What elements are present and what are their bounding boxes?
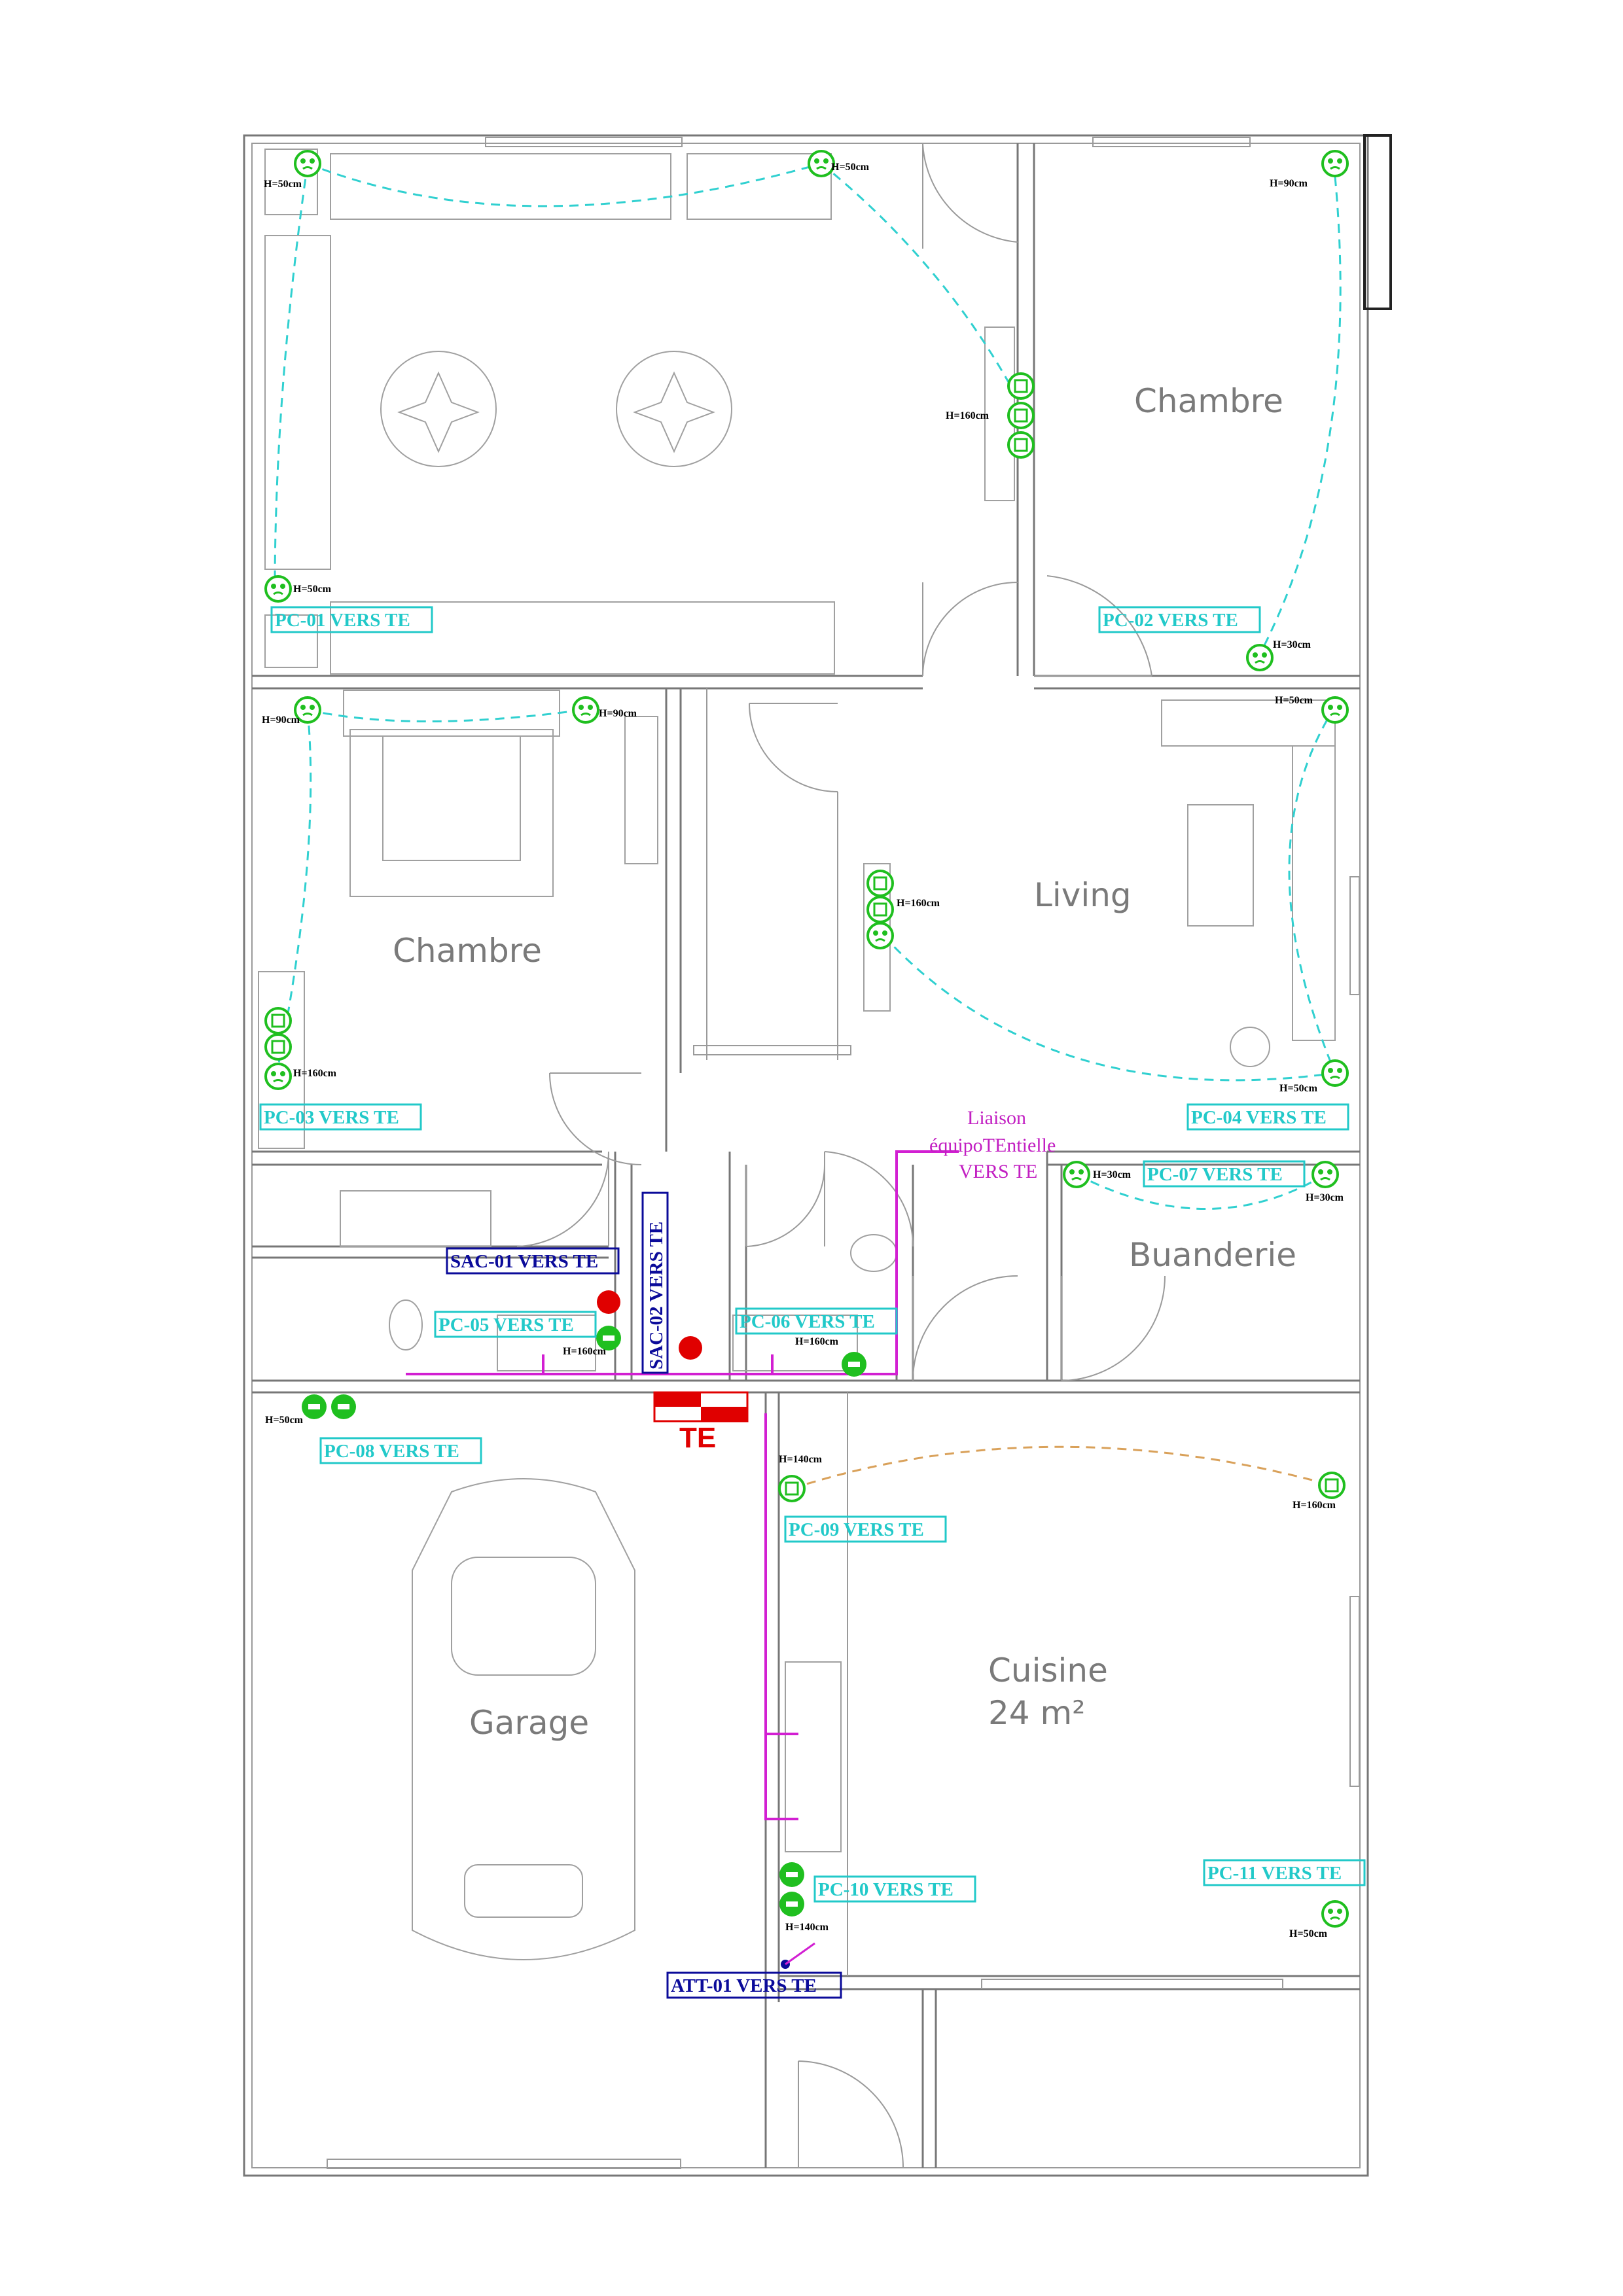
equipotential-link	[406, 1150, 959, 1820]
outlet-icon	[1311, 1161, 1339, 1188]
circuit-tags: PC-01 VERS TE PC-02 VERS TE PC-03 VERS T…	[259, 606, 1366, 1999]
room-label-cuisine: Cuisine	[988, 1651, 1108, 1689]
height-label: H=160cm	[293, 1068, 337, 1079]
height-label: H=30cm	[1093, 1169, 1132, 1180]
outlet-tv-icon	[866, 870, 894, 897]
special-outlet-icon	[597, 1290, 620, 1314]
special-outlet-icon	[679, 1336, 702, 1360]
height-label: H=50cm	[1279, 1083, 1318, 1094]
room-label-buanderie: Buanderie	[1129, 1236, 1296, 1274]
height-label: H=50cm	[1289, 1928, 1328, 1939]
tag-sac01: SAC-01 VERS TE	[450, 1251, 598, 1272]
tag-att01: ATT-01 VERS TE	[671, 1975, 817, 1996]
outlet-icon	[264, 1063, 292, 1090]
tag-pc04: PC-04 VERS TE	[1191, 1107, 1327, 1128]
furniture	[258, 149, 1336, 1976]
liaison-line-1: Liaison	[967, 1107, 1026, 1129]
height-label: H=50cm	[1275, 695, 1313, 706]
height-label: H=160cm	[795, 1336, 839, 1347]
tag-pc11: PC-11 VERS TE	[1207, 1863, 1342, 1884]
height-label: H=140cm	[779, 1454, 823, 1465]
tag-pc05: PC-05 VERS TE	[438, 1315, 574, 1335]
height-label: H=30cm	[1306, 1192, 1344, 1203]
height-label: H=90cm	[1270, 178, 1308, 189]
outlet-icon	[294, 150, 321, 177]
height-label: H=90cm	[599, 708, 637, 719]
outlet-icon	[779, 1862, 804, 1887]
height-label: H=90cm	[262, 715, 300, 726]
tag-sac02: SAC-02 VERS TE	[646, 1222, 667, 1369]
height-label: H=50cm	[831, 162, 870, 173]
room-label-garage: Garage	[469, 1704, 589, 1742]
height-label: H=160cm	[1293, 1500, 1336, 1511]
tag-pc08: PC-08 VERS TE	[324, 1441, 459, 1462]
outlets	[264, 150, 1349, 1969]
height-label: H=50cm	[293, 584, 332, 595]
height-labels: H=50cm H=50cm H=90cm H=160cm H=50cm H=30…	[262, 162, 1344, 1939]
height-label: H=50cm	[264, 179, 302, 190]
outlet-tv-icon	[1007, 402, 1035, 429]
room-area-cuisine: 24 m²	[988, 1694, 1085, 1732]
tag-pc02: PC-02 VERS TE	[1103, 610, 1238, 631]
outlet-icon	[778, 1475, 806, 1502]
room-label-chambre-top: Chambre	[1134, 382, 1283, 420]
tag-pc03: PC-03 VERS TE	[264, 1107, 399, 1128]
tag-pc01: PC-01 VERS TE	[275, 610, 410, 631]
height-label: H=160cm	[946, 410, 990, 421]
outlet-icon	[866, 922, 894, 949]
outlet-icon	[808, 150, 835, 177]
windows	[327, 137, 1360, 2169]
outlet-icon	[1246, 644, 1274, 671]
outlet-icon	[1321, 150, 1349, 177]
outlet-icon	[1321, 1900, 1349, 1928]
outlet-icon	[302, 1394, 327, 1419]
tag-pc07: PC-07 VERS TE	[1147, 1164, 1283, 1185]
door-swings	[516, 143, 1166, 2168]
height-label: H=30cm	[1273, 639, 1311, 650]
outlet-icon	[572, 696, 599, 724]
tag-pc06: PC-06 VERS TE	[740, 1311, 875, 1332]
outlet-tv-icon	[264, 1033, 292, 1061]
outlet-icon	[1321, 1059, 1349, 1087]
height-label: H=140cm	[785, 1922, 829, 1933]
outlet-icon	[842, 1352, 866, 1377]
outlet-icon	[1318, 1472, 1346, 1499]
outlet-tv-icon	[1007, 372, 1035, 400]
outlet-icon	[1063, 1161, 1090, 1188]
outlet-icon	[264, 575, 292, 603]
height-label: H=160cm	[563, 1346, 607, 1357]
liaison-line-2: équipoTEntielle	[929, 1135, 1056, 1156]
electrical-panel: TE	[653, 1391, 749, 1454]
outlet-tv-icon	[264, 1007, 292, 1034]
circuits	[274, 162, 1342, 1490]
room-label-chambre-left: Chambre	[393, 932, 542, 970]
liaison-annotation: Liaison équipoTEntielle VERS TE	[929, 1107, 1056, 1182]
room-label-living: Living	[1034, 876, 1132, 914]
height-label: H=160cm	[897, 898, 940, 909]
room-labels: Chambre Living Chambre Buanderie Cuisine…	[393, 382, 1296, 1742]
tag-pc09: PC-09 VERS TE	[789, 1519, 924, 1540]
outlet-icon	[331, 1394, 356, 1419]
panel-label: TE	[679, 1422, 716, 1454]
outlet-icon	[779, 1892, 804, 1916]
tag-pc10: PC-10 VERS TE	[818, 1879, 954, 1900]
outlet-tv-icon	[866, 896, 894, 923]
title-block-fragment	[1363, 134, 1392, 310]
height-label: H=50cm	[265, 1415, 304, 1426]
outlet-icon	[1321, 696, 1349, 724]
liaison-line-3: VERS TE	[959, 1161, 1037, 1182]
outlet-tv-icon	[1007, 431, 1035, 459]
